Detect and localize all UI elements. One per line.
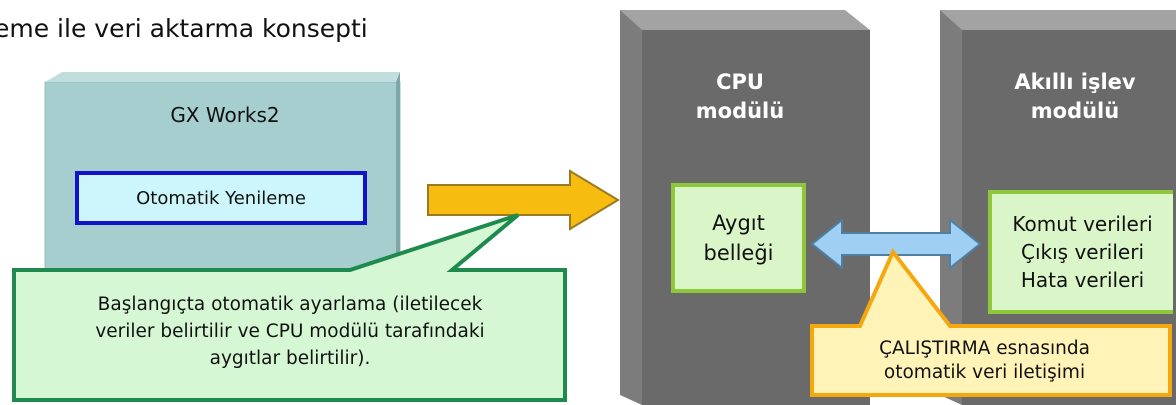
data-item: Hata verileri	[1020, 268, 1145, 292]
blue-double-arrow	[810, 217, 982, 271]
module-data-box: Komut verileri Çıkış verileri Hata veril…	[988, 190, 1173, 314]
intelligent-title-line2: modülü	[1030, 99, 1120, 123]
yellow-callout	[810, 248, 1172, 397]
yellow-callout-line: otomatik veri iletişimi	[883, 362, 1086, 383]
intelligent-module-title: Akıllı işlev modülü	[985, 68, 1165, 126]
cpu-title-line1: CPU	[716, 70, 764, 94]
yellow-callout-line: ÇALIŞTIRMA esnasında	[879, 338, 1090, 359]
intelligent-title-line1: Akıllı işlev	[1014, 70, 1136, 94]
device-memory-line1: Aygıt	[712, 211, 765, 235]
diagram-title: eme ile veri aktarma konsepti	[0, 14, 368, 43]
cpu-title-line2: modülü	[695, 99, 785, 123]
green-callout-line: aygıtlar belirtilir).	[209, 348, 371, 369]
cpu-module-tower	[620, 10, 870, 405]
device-memory-line2: belleği	[703, 241, 774, 265]
green-callout-line: veriler belirtilir ve CPU modülü tarafın…	[95, 321, 485, 342]
yellow-callout-text: ÇALIŞTIRMA esnasında otomatik veri ileti…	[812, 337, 1157, 385]
device-memory-box: Aygıt belleği	[671, 183, 806, 293]
auto-refresh-box: Otomatik Yenileme	[75, 171, 367, 225]
green-callout-text: Başlangıçta otomatik ayarlama (iletilece…	[20, 291, 560, 372]
cpu-module-title: CPU modülü	[640, 68, 840, 126]
yellow-arrow	[427, 169, 620, 231]
green-callout	[12, 213, 567, 402]
data-item: Çıkış verileri	[1021, 240, 1144, 264]
data-item: Komut verileri	[1012, 212, 1153, 236]
gx-works-title: GX Works2	[170, 103, 280, 127]
auto-refresh-label: Otomatik Yenileme	[136, 187, 306, 209]
green-callout-line: Başlangıçta otomatik ayarlama (iletilece…	[97, 294, 483, 315]
